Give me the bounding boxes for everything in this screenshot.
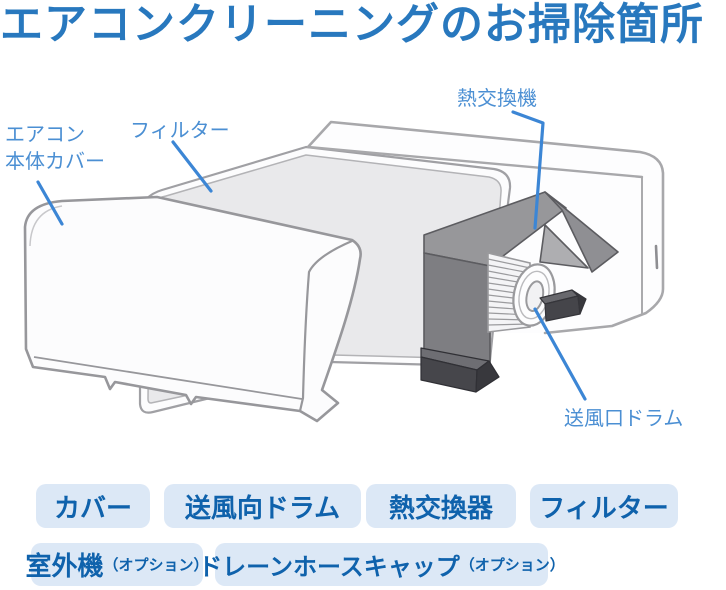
heat-exchanger-top-face — [423, 191, 567, 267]
badge-blower-drum[interactable]: 送風向ドラム — [164, 484, 361, 528]
front-cover-side-fold — [298, 239, 354, 413]
louver-bar-bottom-end — [475, 360, 500, 393]
front-cover-corner-line — [29, 205, 63, 247]
badge-drain-hose-cap-suffix: （オプション） — [459, 556, 565, 574]
label-cover-line1: エアコン — [5, 122, 85, 146]
rear-unit-outline — [306, 120, 665, 335]
label-heat-exchanger: 熱交換機 — [457, 86, 537, 110]
badge-blower-drum-label: 送風向ドラム — [184, 493, 341, 524]
badge-heat-exchanger-label: 熱交換器 — [388, 493, 493, 524]
badge-drain-hose-cap[interactable]: ドレーンホースキャップ（オプション） — [198, 543, 565, 586]
badge-filter-label: フィルター — [539, 493, 669, 524]
label-filter: フィルター — [130, 118, 230, 142]
louver-bar-bottom — [420, 347, 500, 393]
badge-outdoor-unit-suffix: （オプション） — [103, 556, 209, 574]
leader-line-cover — [36, 180, 64, 226]
badge-drain-hose-cap-label: ドレーンホースキャップ — [198, 553, 460, 581]
leader-line-filter — [171, 140, 213, 193]
badge-cover[interactable]: カバー — [36, 484, 150, 528]
heat-exchanger-front-face — [423, 252, 491, 365]
heat-exchanger-inner-face — [539, 224, 589, 269]
louver-bar-right — [539, 289, 587, 322]
badge-filter[interactable]: フィルター — [530, 484, 678, 528]
fan-drum-fins — [487, 258, 531, 326]
badge-cover-label: カバー — [53, 493, 132, 524]
fan-drum — [487, 251, 556, 333]
badge-outdoor-unit[interactable]: 室外機（オプション） — [25, 543, 209, 586]
front-cover-bottom-lip — [33, 356, 303, 400]
rear-unit-vent-slot — [654, 244, 659, 270]
rear-unit-front-top-edge — [306, 145, 644, 179]
label-blower-drum: 送風口ドラム — [564, 406, 683, 430]
label-cover-line2: 本体カバー — [5, 149, 105, 173]
front-cover-shell — [23, 195, 362, 423]
louver-bar-right-end — [571, 289, 587, 315]
front-cover — [23, 195, 362, 423]
leader-line-blower-drum — [533, 307, 587, 401]
leader-line-heat-exchanger — [511, 110, 545, 230]
badge-outdoor-unit-label: 室外機 — [25, 552, 104, 582]
page-title: エアコンクリーニングのお掃除箇所 — [0, 0, 704, 50]
heat-exchanger-right-wing — [544, 191, 619, 273]
badge-heat-exchanger[interactable]: 熱交換器 — [366, 484, 516, 528]
